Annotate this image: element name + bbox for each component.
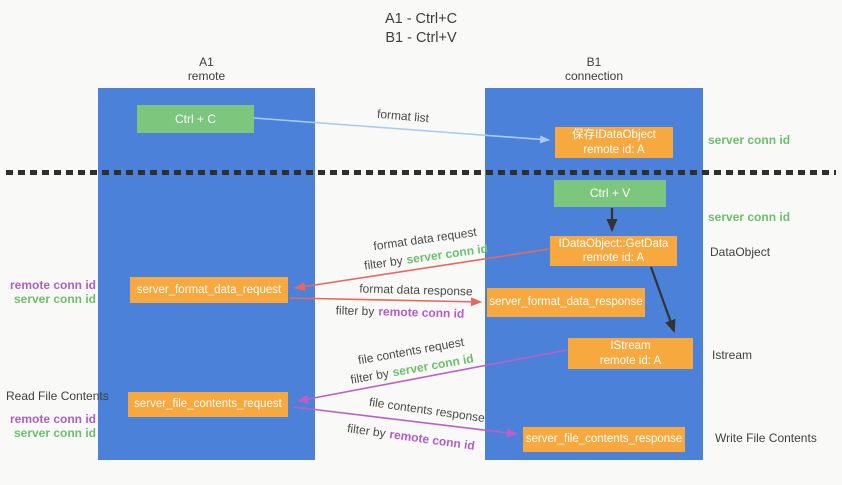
title-line-1: A1 - Ctrl+C [384, 11, 458, 27]
filter-by-text: filter by [335, 303, 375, 319]
lane-a1-role: remote [187, 69, 226, 83]
lane-b1-name: B1 [586, 55, 602, 69]
phase-separator-line [6, 170, 836, 175]
istream-annotation: Istream [712, 348, 753, 362]
title-line-2: B1 - Ctrl+V [385, 30, 457, 46]
server-format-data-request-node: server_format_data_request [130, 277, 288, 303]
dataobject-annotation: DataObject [710, 245, 771, 259]
server-conn-id-text: server conn id [13, 292, 96, 306]
write-file-contents-annotation: Write File Contents [715, 431, 817, 445]
server-file-contents-response-node: server_file_contents_response [523, 427, 685, 452]
remote-conn-id-text: remote conn id [378, 304, 465, 321]
server-conn-id-annotation-top: server conn id [708, 133, 791, 147]
lane-header-b1: B1 connection [485, 55, 703, 83]
file-contents-response-label: file contents response [368, 394, 486, 426]
istream-node: IStream remote id: A [568, 338, 693, 369]
save-dataobject-line2: remote id: A [583, 143, 645, 156]
read-file-contents-annotation: Read File Contents [6, 389, 109, 403]
getdata-line1: IDataObject::GetData [558, 237, 669, 250]
server-format-data-response-node: server_format_data_response [487, 288, 645, 317]
remote-conn-id-text: remote conn id [10, 278, 97, 292]
ctrl-v-node: Ctrl + V [554, 180, 666, 207]
diagram-title: A1 - Ctrl+C B1 - Ctrl+V [0, 10, 842, 48]
server-format-data-response-label: server_format_data_response [489, 296, 643, 309]
filter-by-text: filter by [346, 421, 387, 441]
server-conn-id-annotation-mid: server conn id [708, 210, 791, 224]
remote-conn-id-text: remote conn id [10, 412, 97, 426]
lane-b1-role: connection [564, 69, 624, 83]
istream-line2: remote id: A [599, 354, 662, 367]
ctrl-v-label: Ctrl + V [589, 186, 631, 200]
lane-header-a1: A1 remote [98, 55, 315, 83]
server-file-contents-request-label: server_file_contents_request [134, 398, 282, 411]
ctrl-c-label: Ctrl + C [174, 111, 216, 126]
save-dataobject-line1: 保存IDataObject [572, 129, 656, 142]
getdata-node: IDataObject::GetData remote id: A [550, 236, 677, 266]
istream-line1: IStream [610, 340, 651, 353]
format-list-label: format list [376, 106, 430, 126]
remote-conn-id-text: remote conn id [388, 427, 476, 453]
getdata-line2: remote id: A [582, 252, 645, 264]
ctrl-c-node: Ctrl + C [137, 105, 254, 133]
left-conn-id-annotation-mid: remote conn id server conn id [10, 278, 96, 306]
server-conn-id-text: server conn id [13, 426, 96, 440]
server-file-contents-request-node: server_file_contents_request [128, 392, 288, 417]
save-dataobject-node: 保存IDataObject remote id: A [555, 127, 673, 158]
format-data-response-arrow [289, 297, 482, 307]
filter-by-text: filter by [363, 253, 404, 273]
filter-by-text: filter by [349, 366, 390, 387]
format-data-response-label: format data response [359, 281, 473, 299]
server-format-data-request-label: server_format_data_request [136, 283, 282, 296]
lane-a1-name: A1 [199, 55, 214, 69]
server-file-contents-response-label: server_file_contents_response [525, 433, 683, 446]
left-conn-id-annotation-bottom: remote conn id server conn id [10, 412, 96, 440]
